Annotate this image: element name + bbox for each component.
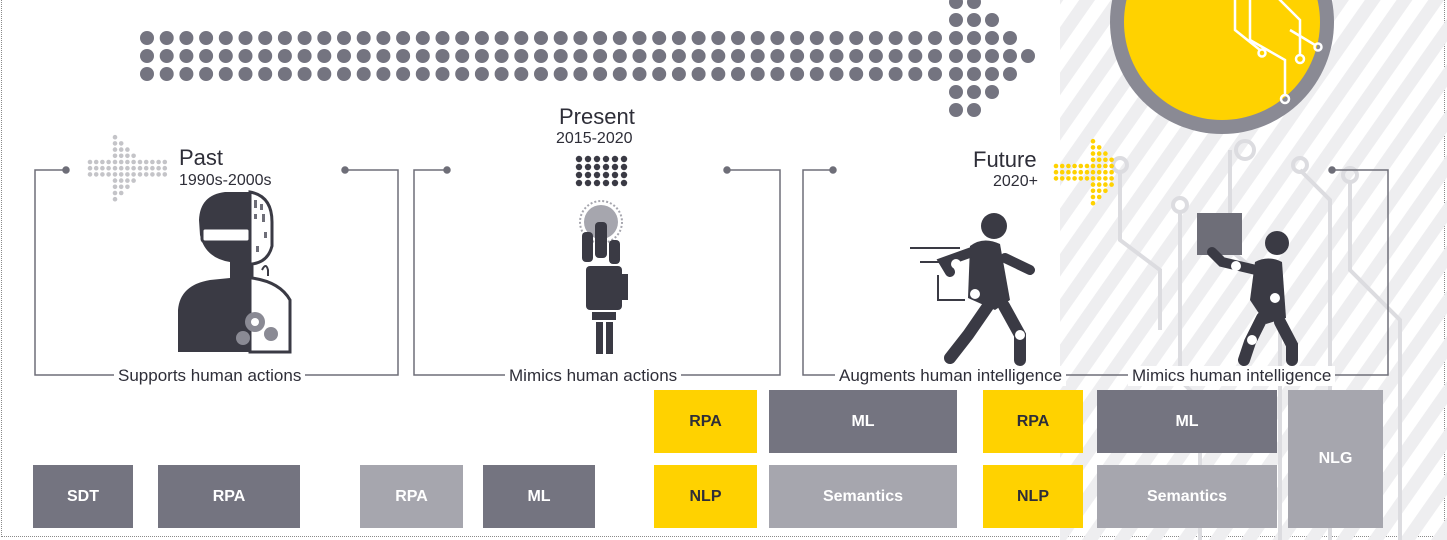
tech-box-ml-mimics: ML <box>1097 390 1277 453</box>
robotic-hand-icon <box>579 200 628 354</box>
era-present-range: 2015-2020 <box>556 130 633 147</box>
era-future-name: Future <box>973 147 1037 172</box>
walking-robot-icon <box>910 213 1035 366</box>
era-past-range: 1990s-2000s <box>179 172 272 189</box>
tech-box-nlg-mimics: NLG <box>1288 390 1383 528</box>
tech-box-nlp-augments: NLP <box>654 465 757 528</box>
era-past-name: Past <box>179 145 224 170</box>
tech-box-ml-present: ML <box>483 465 595 528</box>
panel-label-supports: Supports human actions <box>114 366 306 386</box>
tech-box-nlp-mimics: NLP <box>983 465 1083 528</box>
tech-box-ml-augments: ML <box>769 390 957 453</box>
tech-box-rpa-augments: RPA <box>654 390 757 453</box>
ai-brain-circle-icon <box>1110 0 1334 134</box>
panel-label-mimics-actions: Mimics human actions <box>505 366 682 386</box>
tech-box-rpa-mimics: RPA <box>983 390 1083 453</box>
robot-carrying-box-icon <box>1197 213 1298 366</box>
panel-label-mimics-intel: Mimics human intelligence <box>1128 366 1336 386</box>
tech-box-rpa-present: RPA <box>360 465 463 528</box>
tech-box-sdt: SDT <box>33 465 133 528</box>
era-present-name: Present <box>559 104 635 129</box>
era-future-range: 2020+ <box>993 173 1038 190</box>
human-machine-head-icon <box>178 190 292 354</box>
tech-box-semantics-augments: Semantics <box>769 465 957 528</box>
panel-label-augments: Augments human intelligence <box>835 366 1067 386</box>
tech-box-semantics-mimics: Semantics <box>1097 465 1277 528</box>
tech-box-rpa-past: RPA <box>158 465 300 528</box>
